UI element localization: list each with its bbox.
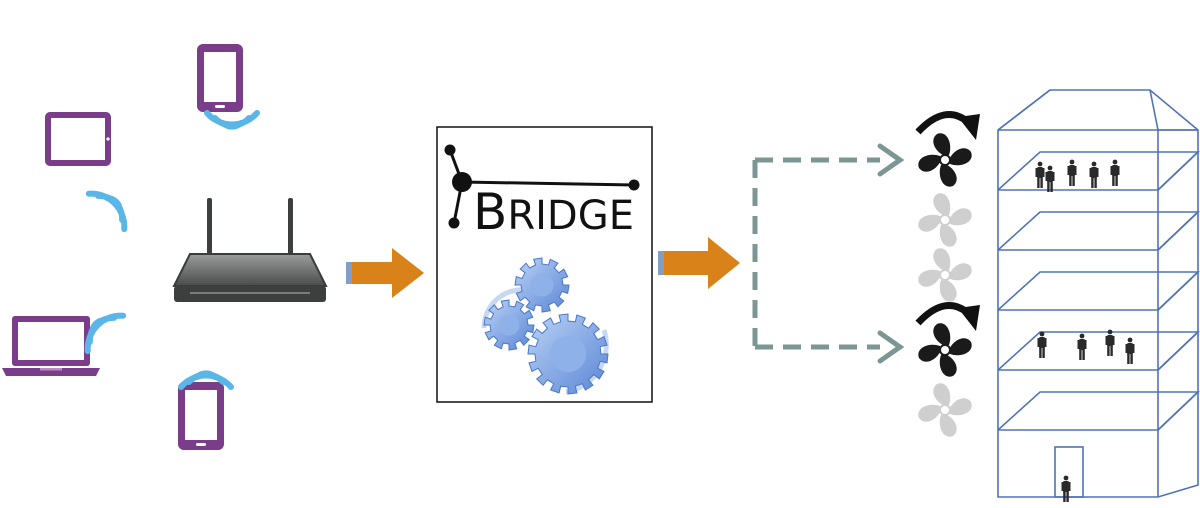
smartphone-icon bbox=[178, 382, 224, 450]
person-icon bbox=[1067, 159, 1077, 186]
arrow-head bbox=[877, 143, 905, 364]
wifi-signal-icon bbox=[207, 113, 257, 127]
floor-slab bbox=[1157, 391, 1199, 431]
person-icon bbox=[1045, 165, 1055, 192]
flow-arrow bbox=[346, 248, 424, 298]
fan-inactive-icon bbox=[918, 248, 972, 302]
person-icon bbox=[1037, 331, 1047, 358]
flow-arrow bbox=[658, 237, 740, 289]
bridge-logo: BRIDGE bbox=[444, 144, 640, 241]
dashed-connector bbox=[752, 157, 880, 350]
building-icon bbox=[997, 89, 1200, 498]
fan-inactive-icon bbox=[918, 193, 972, 247]
person-icon bbox=[1089, 161, 1099, 188]
gear-large-hub bbox=[549, 335, 587, 373]
people-group bbox=[1035, 159, 1135, 502]
floor-slab bbox=[997, 271, 1200, 311]
fan-inactive-icon bbox=[918, 383, 972, 437]
bridge-title-initial: B bbox=[473, 183, 507, 241]
person-icon bbox=[1035, 161, 1045, 188]
floor-slab bbox=[1157, 331, 1199, 371]
smartphone-icon bbox=[197, 44, 243, 112]
person-icon bbox=[1110, 159, 1120, 186]
fan-active-icon bbox=[918, 323, 972, 377]
person-icon bbox=[1125, 337, 1135, 364]
floor-slab bbox=[1157, 211, 1199, 251]
gear-small-left-hub bbox=[498, 314, 520, 336]
floor-slab bbox=[997, 391, 1200, 431]
laptop-icon bbox=[2, 316, 100, 376]
floor-slab bbox=[997, 331, 1200, 371]
rotation-arrow-icon bbox=[915, 111, 980, 140]
wifi-router-icon bbox=[172, 198, 328, 302]
gears-icon bbox=[481, 257, 609, 395]
gear-small-top-hub bbox=[530, 273, 554, 297]
wifi-signal-icon bbox=[89, 184, 134, 229]
person-icon bbox=[1105, 329, 1115, 356]
floor-slab bbox=[1157, 151, 1199, 191]
tablet-icon bbox=[45, 112, 111, 166]
person-icon bbox=[1077, 333, 1087, 360]
person-icon bbox=[1061, 475, 1071, 502]
fan-active-icon bbox=[918, 133, 972, 187]
floor-slab bbox=[997, 211, 1200, 251]
rotation-arrow-icon bbox=[915, 302, 980, 331]
bridge-title-rest: RIDGE bbox=[507, 193, 634, 239]
floor-slab bbox=[1157, 271, 1199, 311]
svg-text:BRIDGE: BRIDGE bbox=[473, 183, 634, 241]
